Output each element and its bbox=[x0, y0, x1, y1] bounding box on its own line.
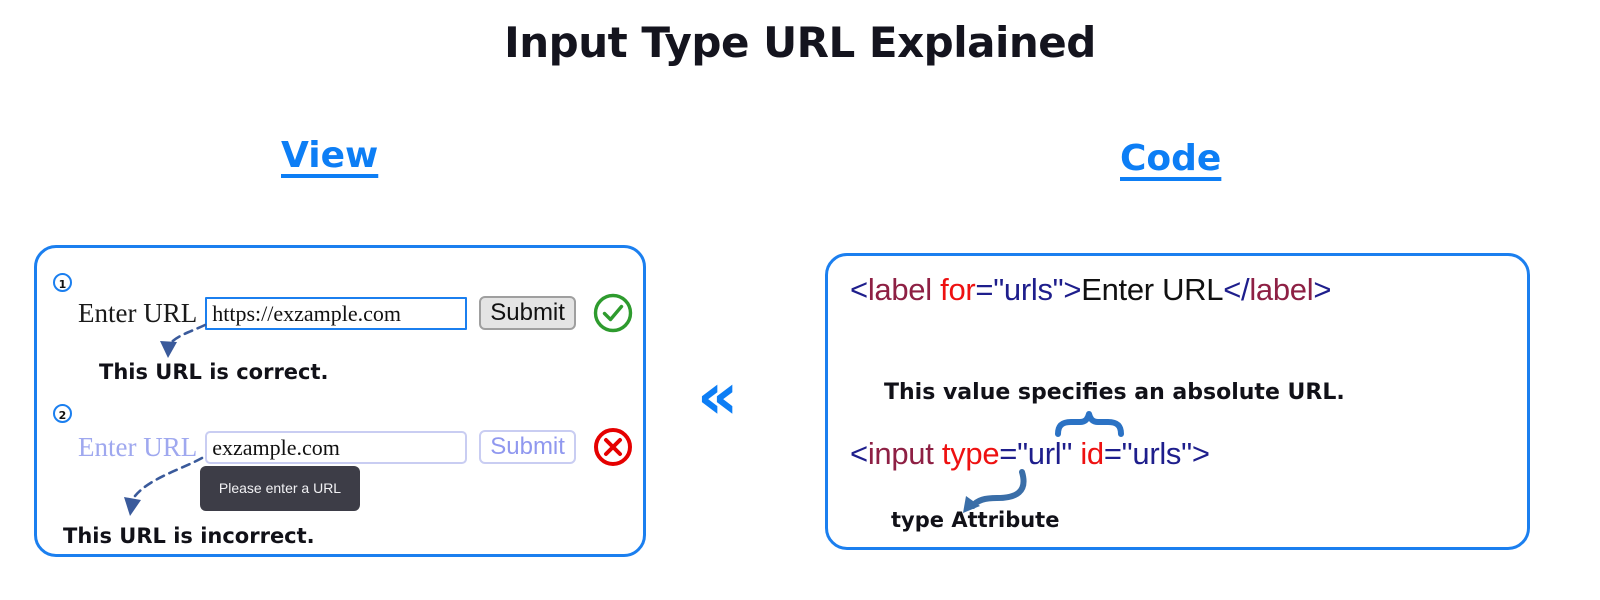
step-badge-1: 1 bbox=[53, 273, 72, 292]
url-input-valid[interactable]: https://exzample.com bbox=[205, 296, 468, 330]
x-circle-icon bbox=[592, 426, 634, 468]
check-circle-icon bbox=[592, 292, 634, 334]
callout-url-incorrect: This URL is incorrect. bbox=[63, 524, 315, 548]
annotation-type-attribute: type Attribute bbox=[891, 508, 1060, 532]
code-token-tag-input: input bbox=[867, 436, 934, 471]
annotation-absolute-url: This value specifies an absolute URL. bbox=[884, 380, 1345, 405]
submit-button-invalid[interactable]: Submit bbox=[479, 430, 576, 464]
code-token-input-open-bracket: < bbox=[850, 436, 868, 471]
code-token-attr-for: for bbox=[931, 272, 976, 307]
code-token-tag-label: label bbox=[867, 272, 932, 307]
code-token-attr-id: id bbox=[1072, 436, 1104, 471]
step-badge-2: 2 bbox=[53, 404, 72, 423]
code-line-input: <input type="url" id="urls"> bbox=[850, 436, 1210, 472]
code-line-label: <label for="urls">Enter URL</label> bbox=[850, 272, 1331, 308]
callout-url-correct: This URL is correct. bbox=[99, 360, 329, 384]
view-section-heading: View bbox=[281, 135, 379, 176]
code-token-close-tag-label: label bbox=[1249, 272, 1314, 307]
code-token-value-urls: ="urls"> bbox=[975, 272, 1082, 307]
url-field-label-valid: Enter URL bbox=[78, 297, 198, 328]
url-field-label-invalid: Enter URL bbox=[78, 431, 198, 462]
code-token-close-gt: > bbox=[1313, 272, 1332, 307]
double-chevron-left-icon: « bbox=[697, 360, 738, 434]
code-panel bbox=[825, 253, 1530, 550]
form-row-valid: Enter URL https://exzample.com Submit bbox=[78, 292, 634, 334]
code-token-value-urls-2: ="urls"> bbox=[1103, 436, 1210, 471]
form-row-invalid: Enter URL exzample.com Submit bbox=[78, 426, 634, 468]
validation-tooltip: Please enter a URL bbox=[200, 466, 360, 511]
submit-button-valid[interactable]: Submit bbox=[479, 296, 576, 330]
page-title: Input Type URL Explained bbox=[504, 18, 1096, 67]
code-token-close-bracket: </ bbox=[1223, 272, 1250, 307]
code-token-open-bracket: < bbox=[850, 272, 868, 307]
code-token-value-url: ="url" bbox=[999, 436, 1073, 471]
code-section-heading: Code bbox=[1120, 138, 1222, 179]
code-token-attr-type: type bbox=[933, 436, 1000, 471]
url-input-invalid[interactable]: exzample.com bbox=[205, 430, 468, 464]
code-token-text-enter-url: Enter URL bbox=[1081, 272, 1224, 307]
